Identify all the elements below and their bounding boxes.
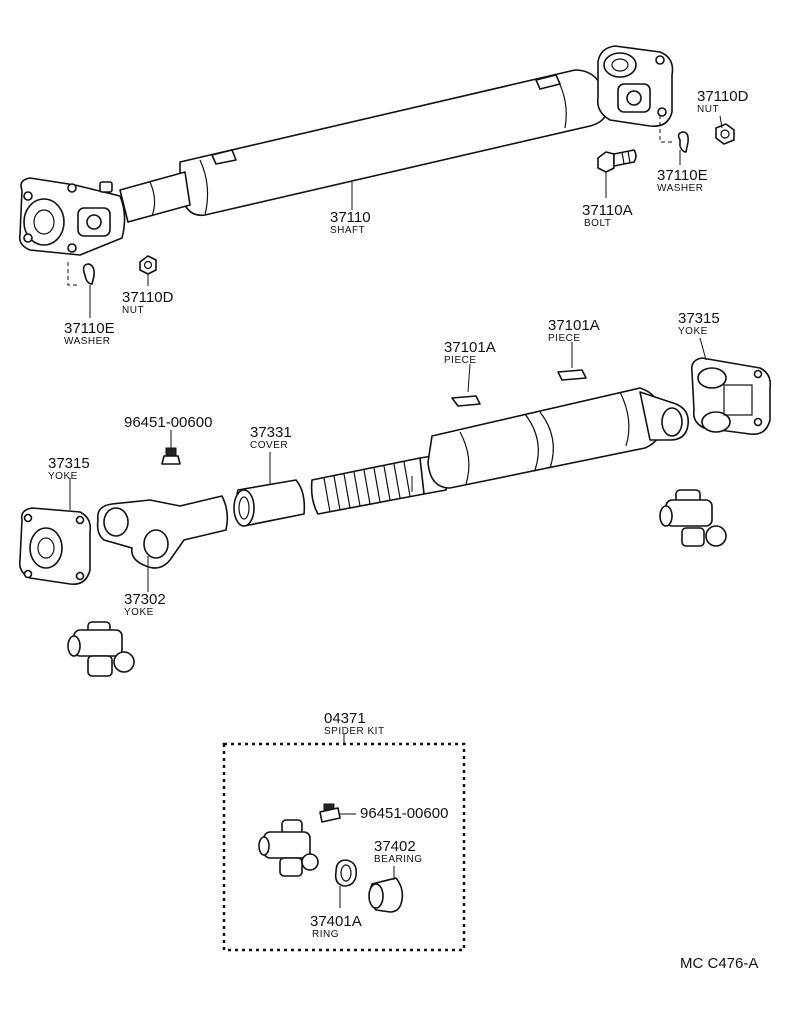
yoke-left [18, 478, 92, 586]
yoke-right [690, 357, 772, 436]
shaft-assembly [18, 45, 674, 286]
label-yoke-slip-cap: YOKE [124, 607, 154, 618]
figure-code: MC C476-A [680, 955, 758, 972]
label-bearing-num: 37402 [374, 838, 416, 855]
label-piece-left-num: 37101A [444, 339, 496, 356]
label-piece-left-cap: PIECE [444, 355, 477, 366]
label-shaft-cap: SHAFT [330, 225, 365, 236]
label-piece-right-num: 37101A [548, 317, 600, 334]
label-yoke-slip-num: 37302 [124, 591, 166, 608]
label-cover-cap: COVER [250, 440, 288, 451]
washer-top [677, 131, 689, 153]
label-washer-left-cap: WASHER [64, 336, 111, 347]
spider-kit-box [222, 734, 466, 952]
hardware-top [82, 123, 735, 285]
label-nut-top-num: 37110D [697, 88, 749, 105]
cover [233, 452, 306, 527]
label-spider-kit-num: 04371 [324, 710, 366, 727]
label-ring-cap: RING [312, 929, 339, 940]
label-bolt-cap: BOLT [584, 218, 611, 229]
label-spider-kit-cap: SPIDER KIT [324, 726, 385, 737]
label-nut-top-cap: NUT [697, 104, 719, 115]
label-nut-left-cap: NUT [122, 305, 144, 316]
label-washer-top-cap: WASHER [657, 183, 704, 194]
nut-top [715, 123, 735, 145]
labels: 37110 SHAFT 37110D NUT 37110E WASHER 371… [48, 88, 758, 972]
label-ring-num: 37401A [310, 913, 362, 930]
label-piece-right-cap: PIECE [548, 333, 581, 344]
spider-right [659, 489, 727, 547]
label-nut-left-num: 37110D [122, 289, 174, 306]
label-yoke-right-num: 37315 [678, 310, 720, 327]
spider-left [67, 621, 135, 677]
label-washer-left-num: 37110E [64, 320, 115, 337]
label-yoke-left-num: 37315 [48, 455, 90, 472]
leaders-top [89, 115, 723, 318]
label-yoke-right-cap: YOKE [678, 326, 708, 337]
label-kit-fitting-num: 96451-00600 [360, 805, 448, 822]
yoke-slip [96, 495, 229, 592]
nut-left [139, 255, 157, 275]
middle-assembly [310, 369, 690, 515]
label-washer-top-num: 37110E [657, 167, 708, 184]
washer-left [82, 263, 95, 285]
label-yoke-left-cap: YOKE [48, 471, 78, 482]
snap-ring [334, 859, 358, 887]
leaders-middle [411, 337, 707, 492]
label-cover-num: 37331 [250, 424, 292, 441]
label-bearing-cap: BEARING [374, 854, 423, 865]
label-shaft-num: 37110 [330, 209, 371, 226]
label-grease-fitting-num: 96451-00600 [124, 414, 212, 431]
label-bolt-num: 37110A [582, 202, 633, 219]
bolt [597, 149, 637, 173]
grease-fitting [161, 430, 181, 465]
